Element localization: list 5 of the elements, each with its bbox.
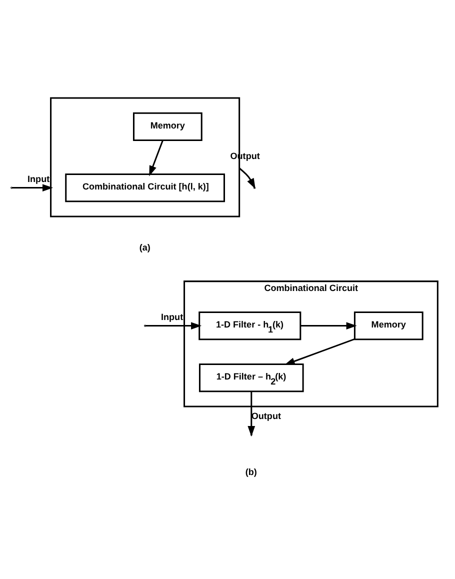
edge-label: Input: [161, 312, 184, 322]
edge-label: Input: [28, 174, 50, 184]
label: (a): [139, 242, 150, 252]
edge-label: Output: [251, 411, 281, 422]
label: (b): [245, 466, 257, 477]
